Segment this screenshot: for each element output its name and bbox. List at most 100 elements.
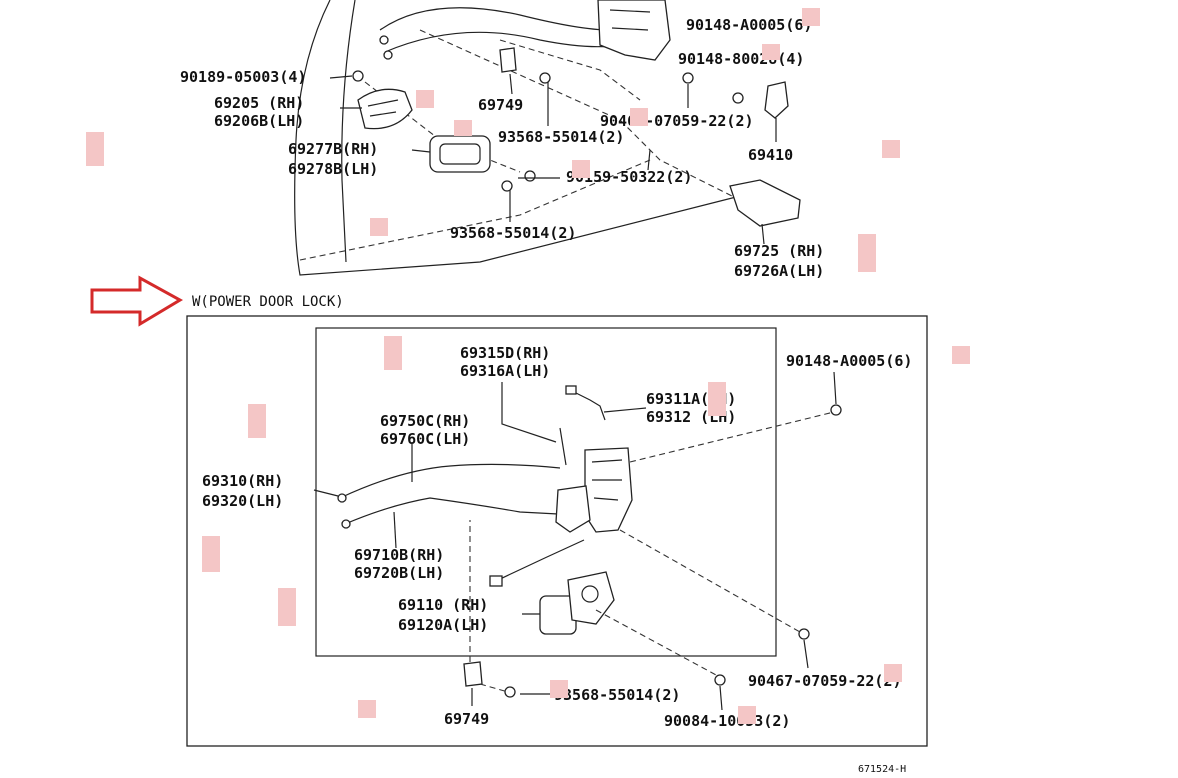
guide-dash	[419, 29, 741, 201]
link-connector	[489, 575, 503, 587]
screw	[524, 170, 536, 182]
cable-end	[337, 493, 347, 503]
leader	[647, 149, 651, 171]
highlight-mark	[882, 140, 900, 158]
screw	[682, 72, 694, 84]
leader	[719, 685, 723, 711]
label-90148-a0005: 90148-A0005(6)	[686, 16, 812, 34]
cable-end	[379, 35, 389, 45]
highlight-marks	[86, 8, 970, 724]
label-69316a: 69316A(LH)	[460, 362, 550, 380]
handle-bezel	[429, 135, 491, 173]
highlight-mark	[454, 120, 472, 136]
upper-assembly: 90148-A0005(6) 90148-80028(4) 90189-0500…	[180, 0, 824, 280]
rod-clip	[499, 47, 517, 73]
label-69205: 69205 (RH)	[214, 94, 304, 112]
highlight-mark	[952, 346, 970, 364]
leader	[411, 149, 431, 153]
right-arrow-outline-icon	[90, 275, 184, 327]
guide-dash	[299, 159, 651, 261]
screw	[830, 404, 842, 416]
lock-cable-lower	[344, 497, 559, 525]
leader	[501, 382, 557, 443]
leader	[313, 489, 339, 497]
lock-detail	[609, 9, 651, 31]
label-93568-55014-upper-a: 93568-55014(2)	[498, 128, 624, 146]
highlight-mark	[858, 234, 876, 272]
figure-code: 671524-H	[858, 764, 906, 773]
lock-rod	[559, 427, 567, 466]
label-90148-a0005-lower: 90148-A0005(6)	[786, 352, 912, 370]
guide-dash	[619, 529, 801, 633]
highlight-mark	[278, 588, 296, 626]
label-69760c: 69760C(LH)	[380, 430, 470, 448]
leader	[393, 511, 397, 549]
actuator-link	[497, 539, 585, 581]
rod-clip-lower	[463, 661, 483, 687]
leader	[603, 407, 647, 413]
power-door-lock-frame	[186, 315, 928, 747]
label-69710b: 69710B(RH)	[354, 546, 444, 564]
label-90148-80028: 90148-80028(4)	[678, 50, 804, 68]
lock-cable-upper	[339, 463, 561, 499]
handle-detail	[367, 99, 399, 117]
label-90159-50322: 90159-50322(2)	[566, 168, 692, 186]
highlight-mark	[370, 218, 388, 236]
motor-detail	[581, 585, 599, 603]
upper-cable-1	[379, 7, 611, 31]
guide-dash	[479, 683, 509, 693]
screw	[352, 70, 364, 82]
label-69720b: 69720B(LH)	[354, 564, 444, 582]
highlight-mark	[202, 536, 220, 572]
lock-motor-body	[567, 571, 615, 625]
highlight-mark	[708, 382, 726, 416]
leader	[761, 223, 765, 245]
screw	[504, 686, 516, 698]
lock-rod-2	[569, 389, 606, 421]
screw	[714, 674, 726, 686]
label-93568-55014-lower: 93568-55014(2)	[554, 686, 680, 704]
label-90467-07059-upper: 90467-07059-22(2)	[600, 112, 754, 130]
label-69750c: 69750C(RH)	[380, 412, 470, 430]
highlight-mark	[416, 90, 434, 108]
screw	[732, 92, 744, 104]
highlight-mark	[550, 680, 568, 698]
guide-dash	[629, 411, 835, 463]
label-69320: 69320(LH)	[202, 492, 283, 510]
screw	[539, 72, 551, 84]
bezel-opening	[439, 143, 481, 165]
door-inner-edge	[341, 0, 356, 263]
label-69410: 69410	[748, 146, 793, 164]
inner-lock-frame	[315, 327, 777, 657]
highlight-mark	[738, 706, 756, 724]
label-69206b: 69206B(LH)	[214, 112, 304, 130]
highlight-mark	[762, 44, 780, 60]
lock-body-detail	[591, 459, 623, 501]
upper-cable-2	[384, 31, 621, 53]
label-69749-lower: 69749	[444, 710, 489, 728]
outside-handle	[729, 179, 801, 227]
highlight-mark	[630, 108, 648, 126]
leader	[329, 75, 353, 79]
label-69315d: 69315D(RH)	[460, 344, 550, 362]
label-90189-05003: 90189-05003(4)	[180, 68, 306, 86]
rod-end	[565, 385, 577, 395]
leader	[833, 371, 837, 405]
leader	[509, 73, 513, 95]
guide-dash	[595, 609, 719, 677]
cable-end	[383, 50, 393, 60]
highlight-mark	[86, 132, 104, 166]
highlight-mark	[248, 404, 266, 438]
striker-plate	[764, 81, 789, 119]
screw	[798, 628, 810, 640]
cable-end	[341, 519, 351, 529]
leader	[803, 639, 809, 669]
highlight-mark	[884, 664, 902, 682]
label-69110: 69110 (RH)	[398, 596, 488, 614]
guide-dash	[499, 39, 641, 101]
label-69277b: 69277B(RH)	[288, 140, 378, 158]
highlight-mark	[802, 8, 820, 26]
label-90467-07059-lower: 90467-07059-22(2)	[748, 672, 902, 690]
door-panel-outline	[294, 0, 741, 276]
